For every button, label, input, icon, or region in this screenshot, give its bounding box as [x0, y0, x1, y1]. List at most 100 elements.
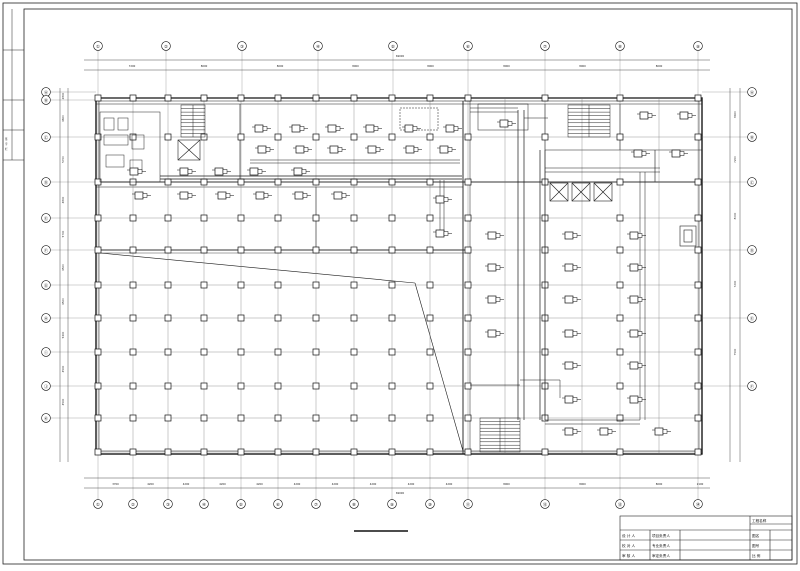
column-9-4	[237, 414, 245, 422]
dim-left-0: 2800	[61, 92, 65, 99]
dim-left-4: 5700	[61, 230, 65, 237]
column-0-11	[541, 94, 549, 102]
column-6-10	[464, 314, 472, 322]
axis-bottom-1-text: ①	[96, 502, 100, 507]
column-4-5	[274, 246, 282, 254]
column-8-13	[694, 382, 702, 390]
axis-top-1: ①	[93, 41, 103, 51]
column-3-4	[237, 214, 245, 222]
axis-bottom-3: ③	[163, 499, 173, 509]
fcu-right-21-body	[633, 149, 643, 158]
column-5-5	[274, 281, 282, 289]
fcu-right-18-coil	[662, 429, 668, 434]
axis-bottom-13: ⑬	[615, 499, 625, 509]
column-0-2	[164, 94, 172, 102]
fcu-right-16	[562, 427, 581, 436]
dim-bottom-5: 4200	[294, 482, 301, 486]
axis-right-2-circle	[747, 132, 757, 142]
fcu-right-16-coil	[572, 429, 578, 434]
fcu-right-20-coil	[443, 231, 449, 236]
column-2-2	[164, 178, 172, 186]
column-5-6	[312, 281, 320, 289]
fcu-upper-20-body	[214, 167, 224, 176]
column-3-0	[94, 214, 102, 222]
axis-bottom-2-circle	[128, 499, 138, 509]
column-4-9	[426, 246, 434, 254]
fcu-upper-20	[212, 167, 231, 176]
axis-top-4-circle	[313, 41, 323, 51]
column-4-1	[129, 246, 137, 254]
column-3-10	[464, 214, 472, 222]
axis-left-2-circle	[41, 95, 51, 105]
fcu-right-5-body	[629, 263, 639, 272]
column-9-0	[94, 414, 102, 422]
strip-label-1: 签	[5, 137, 8, 141]
fcu-right-25	[677, 111, 696, 120]
fcu-upper-14	[215, 191, 234, 200]
stairs-top-left	[180, 104, 206, 138]
axis-left-7-text: Ⓖ	[44, 282, 49, 289]
column-3-8	[388, 214, 396, 222]
dim-top-7: 8000	[656, 64, 663, 68]
fcu-right-18	[652, 427, 671, 436]
column-6-5	[274, 314, 282, 322]
fcu-right-23-coil	[507, 121, 513, 126]
fcu-right-9	[485, 329, 504, 338]
column-0-4	[237, 94, 245, 102]
fcu-upper-10-body	[405, 145, 415, 154]
axis-right-3-text: Ⓒ	[750, 179, 755, 186]
fcu-upper-2-body	[327, 124, 337, 133]
axis-left-6-circle	[41, 245, 51, 255]
column-8-6	[312, 382, 320, 390]
column-9-5	[274, 414, 282, 422]
column-1-1	[129, 133, 137, 141]
dim-left-8: 4500	[61, 365, 65, 372]
axis-left-1: Ⓐ	[41, 87, 51, 97]
fcu-right-15	[627, 395, 646, 404]
column-6-7	[350, 314, 358, 322]
fcu-right-13-coil	[637, 363, 643, 368]
column-3-9	[426, 214, 434, 222]
column-4-10	[464, 246, 472, 254]
column-7-9	[426, 348, 434, 356]
column-9-10	[464, 414, 472, 422]
axis-left-10: Ⓙ	[41, 381, 51, 391]
fcu-upper-17	[331, 191, 350, 200]
fcu-upper-0-coil	[262, 126, 268, 131]
axis-top-9: ⑨	[693, 41, 703, 51]
column-10-5	[274, 448, 282, 456]
column-8-10	[464, 382, 472, 390]
axis-right-1-circle	[747, 87, 757, 97]
fcu-upper-1-coil	[299, 126, 305, 131]
dim-bottom-total: 69000	[396, 491, 405, 495]
fcu-upper-14-body	[217, 191, 227, 200]
fcu-upper-21-coil	[257, 169, 263, 174]
dim-left-2: 5700	[61, 156, 65, 163]
axis-right-1-text: Ⓐ	[750, 89, 755, 96]
fcu-upper-5	[443, 124, 462, 133]
column-10-7	[350, 448, 358, 456]
stairs-bottom	[479, 417, 521, 453]
axis-bottom-3-text: ③	[166, 502, 170, 507]
column-1-13	[694, 133, 702, 141]
fcu-right-4-coil	[572, 265, 578, 270]
axis-top-2-text: ②	[164, 44, 168, 49]
fcu-right-4-body	[564, 263, 574, 272]
fcu-right-21-coil	[641, 151, 647, 156]
fcu-right-0-coil	[495, 233, 501, 238]
tb-drawing-name: 图名	[752, 533, 760, 538]
column-5-13	[694, 281, 702, 289]
axis-right-2: Ⓑ	[747, 132, 757, 142]
fcu-upper-13-body	[179, 191, 189, 200]
dim-right-1: 7200	[733, 156, 737, 163]
fcu-upper-1-body	[291, 124, 301, 133]
column-5-8	[388, 281, 396, 289]
tb-approver: 审定负责人	[652, 553, 670, 558]
tb-scale: 比 例	[752, 553, 761, 558]
left-binding-strip: 签 字 栏	[3, 9, 24, 161]
axis-left-11: Ⓚ	[41, 413, 51, 423]
column-10-11	[541, 448, 549, 456]
column-5-12	[616, 281, 624, 289]
dim-left-5: 4500	[61, 264, 65, 271]
axis-bottom-4: ④	[199, 499, 209, 509]
